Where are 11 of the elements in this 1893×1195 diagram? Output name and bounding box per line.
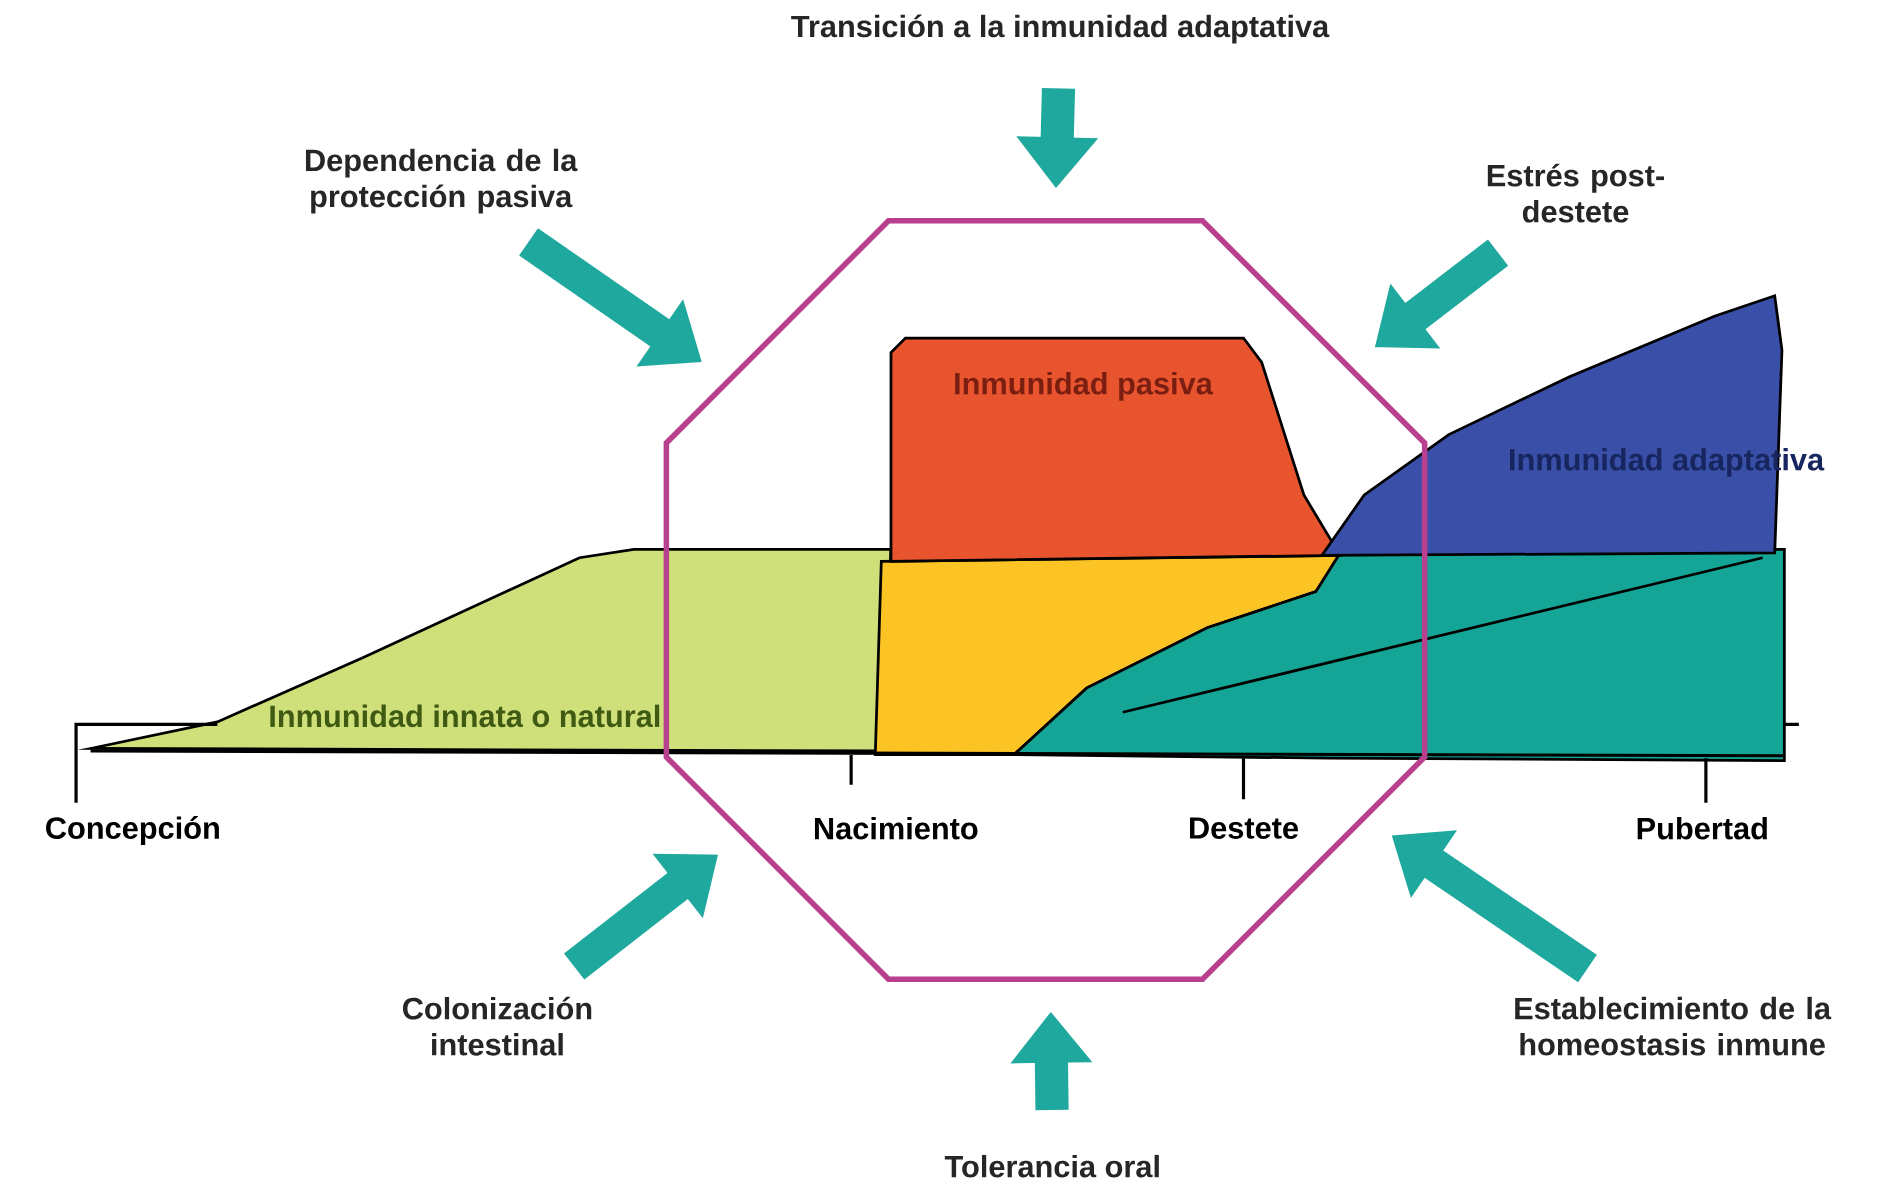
timeline-label: Concepción — [46, 816, 219, 845]
factor-label: Tolerancia oral — [944, 1154, 1159, 1178]
timeline-label: Destete — [1190, 817, 1298, 839]
timeline-label: Pubertad — [1637, 816, 1767, 840]
timeline-label: Nacimiento — [815, 816, 978, 840]
factor-label: Dependencia de la protección pasiva — [306, 148, 578, 214]
factor-label: Colonización intestinal — [403, 996, 592, 1056]
factor-label: Establecimiento de la homeostasis inmune — [1515, 996, 1832, 1056]
factor-label: Transición a la inmunidad adaptativa — [791, 14, 1330, 44]
octagon-outline — [663, 218, 1428, 982]
factor-label: Estrés post-destete — [1487, 163, 1664, 223]
